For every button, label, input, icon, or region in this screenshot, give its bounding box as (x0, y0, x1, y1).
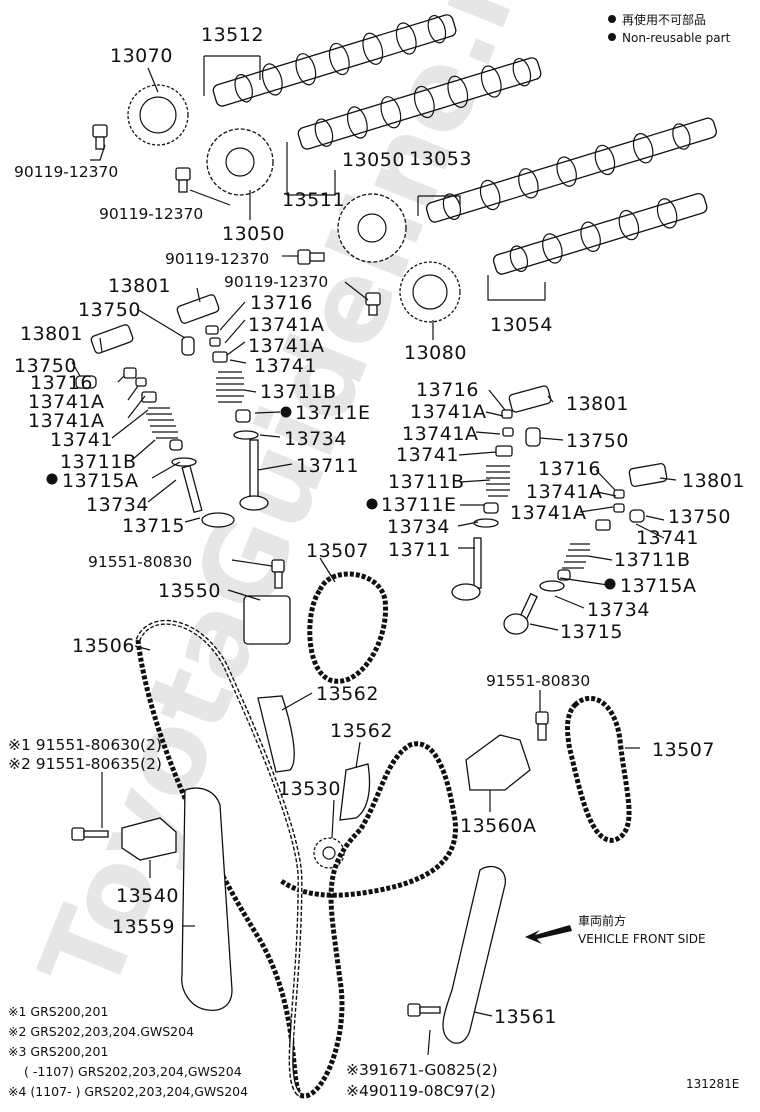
label-90119-a: 90119-12370 (14, 163, 118, 181)
label-13711B-b: 13711B (60, 451, 136, 473)
footnotes: ※1 GRS200,201 ※2 GRS202,203,204.GWS204 ※… (8, 1004, 248, 1099)
label-13734-d: 13734 (587, 599, 650, 621)
label-13512: 13512 (201, 24, 264, 46)
label-13506: 13506 (72, 635, 135, 657)
label-13550: 13550 (158, 580, 221, 602)
label-13734-c: 13734 (387, 516, 450, 538)
label-option-3: ※391671-G0825(2) (346, 1061, 498, 1079)
label-13715-a: 13715 (122, 515, 185, 537)
label-13801-d: 13801 (682, 470, 745, 492)
label-13716-b: 13716 (30, 372, 93, 394)
bullet-icon (608, 33, 616, 41)
label-13715A-a: 13715A (62, 470, 138, 492)
label-13507-b: 13507 (652, 739, 715, 761)
label-13741-d: 13741 (636, 527, 699, 549)
label-13050-a: 13050 (222, 223, 285, 245)
direction-jp: 車両前方 (578, 913, 626, 928)
non-reusable-markers (46, 406, 616, 590)
label-13741A-f: 13741A (402, 423, 478, 445)
label-13801-c: 13801 (566, 393, 629, 415)
label-13711-a: 13711 (296, 455, 359, 477)
non-reusable-icon (280, 406, 292, 418)
valve-train-shapes (75, 294, 668, 635)
legend: 再使用不可部品 Non-reusable part (608, 12, 731, 45)
label-13711E-a: 13711E (295, 402, 370, 424)
label-13801-b: 13801 (20, 323, 83, 345)
label-13562-b: 13562 (330, 720, 393, 742)
legend-en: Non-reusable part (622, 31, 731, 45)
label-90119-b: 90119-12370 (99, 205, 203, 223)
non-reusable-icon (366, 498, 378, 510)
legend-jp: 再使用不可部品 (622, 12, 706, 27)
camshaft-shapes (212, 14, 717, 275)
label-13711E-b: 13711E (381, 494, 456, 516)
gear-shapes (127, 84, 461, 869)
non-reusable-icon (46, 473, 58, 485)
label-13561: 13561 (494, 1006, 557, 1028)
label-13711-b: 13711 (388, 539, 451, 561)
label-13801-a: 13801 (108, 275, 171, 297)
label-13741A-d: 13741A (28, 410, 104, 432)
label-90119-d: 90119-12370 (224, 273, 328, 291)
label-option-4: ※490119-08C97(2) (346, 1082, 496, 1100)
label-90119-c: 90119-12370 (165, 250, 269, 268)
footnote-1: ※1 GRS200,201 (8, 1004, 108, 1019)
part-labels: 13070 13512 90119-12370 90119-12370 9011… (8, 24, 745, 1100)
label-13750-d: 13750 (668, 506, 731, 528)
label-13750-c: 13750 (566, 430, 629, 452)
label-13741A-h: 13741A (510, 502, 586, 524)
label-13741A-g: 13741A (526, 481, 602, 503)
label-13741A-b: 13741A (248, 335, 324, 357)
footnote-2: ※2 GRS202,203,204.GWS204 (8, 1024, 194, 1039)
bolt-shapes (71, 124, 549, 1017)
label-13716-a: 13716 (250, 292, 313, 314)
footnote-4: ※4 (1107- ) GRS202,203,204,GWS204 (8, 1084, 248, 1099)
label-option-2: ※2 91551-80635(2) (8, 755, 162, 773)
label-13750-a: 13750 (78, 299, 141, 321)
label-13741-b: 13741 (50, 429, 113, 451)
label-13559: 13559 (112, 916, 175, 938)
leader-lines (71, 55, 677, 1056)
guide-shapes (121, 595, 531, 1044)
footnote-3: ※3 GRS200,201 (8, 1044, 108, 1059)
label-13715A-b: 13715A (620, 575, 696, 597)
label-13053: 13053 (409, 148, 472, 170)
label-91551-b: 91551-80830 (486, 672, 590, 690)
footnote-3b: ( -1107) GRS202,203,204,GWS204 (24, 1064, 242, 1079)
label-13054: 13054 (490, 314, 553, 336)
label-13560A: 13560A (460, 815, 536, 837)
label-13716-c: 13716 (416, 379, 479, 401)
label-13750-b: 13750 (14, 355, 77, 377)
label-13741A-e: 13741A (410, 401, 486, 423)
label-13530: 13530 (278, 778, 341, 800)
label-13741-c: 13741 (396, 444, 459, 466)
label-13511: 13511 (282, 189, 345, 211)
bullet-icon (608, 15, 616, 23)
non-reusable-icon (604, 578, 616, 590)
label-option-1: ※1 91551-80630(2) (8, 736, 162, 754)
figure-id: 131281E (686, 1077, 739, 1091)
label-13562-a: 13562 (316, 683, 379, 705)
label-13741A-c: 13741A (28, 391, 104, 413)
label-91551-a: 91551-80830 (88, 553, 192, 571)
label-13050-b: 13050 (342, 149, 405, 171)
direction-en: VEHICLE FRONT SIDE (578, 932, 706, 946)
label-13711B-c: 13711B (388, 471, 464, 493)
chain-shapes (135, 571, 632, 1099)
label-13734-b: 13734 (86, 494, 149, 516)
label-13070: 13070 (110, 45, 173, 67)
label-13711B-d: 13711B (614, 549, 690, 571)
label-13734-a: 13734 (284, 428, 347, 450)
label-13711B-a: 13711B (260, 381, 336, 403)
direction-arrow-icon (525, 925, 572, 944)
label-13741A-a: 13741A (248, 314, 324, 336)
label-13741-a: 13741 (254, 355, 317, 377)
label-13080: 13080 (404, 342, 467, 364)
label-13507-a: 13507 (306, 540, 369, 562)
label-13715-b: 13715 (560, 621, 623, 643)
label-13540: 13540 (116, 885, 179, 907)
label-13716-d: 13716 (538, 458, 601, 480)
